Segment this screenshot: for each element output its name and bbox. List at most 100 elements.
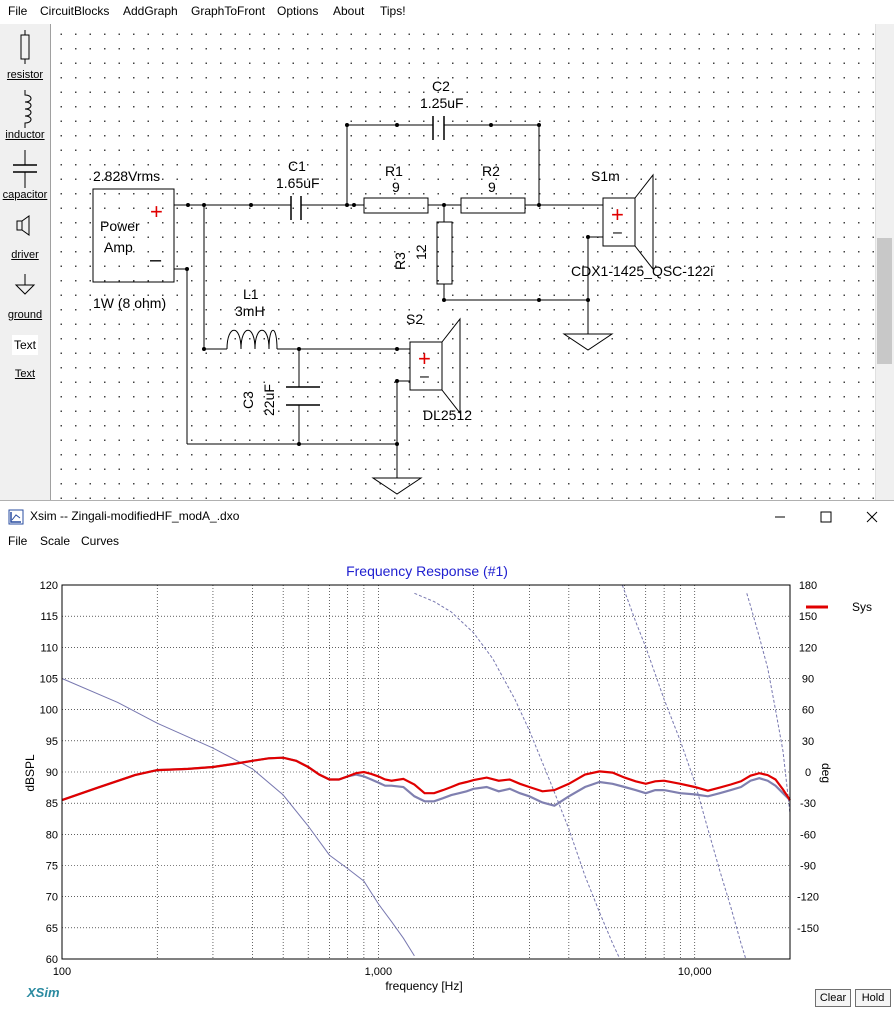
r2-symbol[interactable] [460,197,526,214]
s2-plus: + [418,346,431,371]
c3-name: C3 [240,391,256,409]
menu-graphtofront[interactable]: GraphToFront [191,4,266,18]
resistor-icon [20,30,30,64]
amp-plus: + [150,199,163,224]
l1-value: 3mH [235,303,265,319]
s1-model: CDX1-1425_QSC-122i [571,263,713,279]
y-tick-label: 90 [46,767,58,779]
y-tick-label: 120 [40,580,58,592]
legend-label-sys: Sys [852,600,872,614]
r1-value: 9 [392,179,400,195]
minimize-icon[interactable] [772,509,788,525]
x-tick-label: 10,000 [678,966,712,978]
c3-value: 22uF [261,384,277,416]
circuit-diagram: + – + – + – 2.828Vrms Power Amp 1W (8 oh… [92,78,713,495]
menu-tips[interactable]: Tips! [380,4,406,18]
xsim-app-icon [8,509,24,525]
phase-curve [746,593,791,814]
ground-symbol [371,477,423,495]
tool-label: inductor [5,129,45,141]
l1-symbol[interactable] [226,329,278,350]
menu-options[interactable]: Options [277,4,319,18]
y-tick-label: 70 [46,892,58,904]
y2-tick-label: -120 [797,892,819,904]
curve-layer [61,584,791,960]
ground-icon [14,274,36,295]
menu-about[interactable]: About [333,4,365,18]
capacitor-icon [13,150,37,188]
xsim-window: Xsim -- Zingali-modifiedHF_modA_.dxo Fil… [0,500,894,1012]
r1-symbol[interactable] [363,197,429,214]
driver-response-curve [61,756,791,807]
scrollbar-thumb[interactable] [877,238,892,364]
tool-label: ground [7,309,43,321]
menu-circuitblocks[interactable]: CircuitBlocks [40,4,110,18]
amp-power-label: 1W (8 ohm) [93,295,166,311]
tool-label: driver [11,249,39,261]
y2-tick-label: -60 [800,829,816,841]
y2-tick-label: -150 [797,923,819,935]
s2-driver-symbol[interactable] [409,341,443,391]
tool-label: resistor [6,69,44,81]
r3-name: R3 [392,252,408,270]
xsim-title-bar[interactable]: Xsim -- Zingali-modifiedHF_modA_.dxo [0,501,894,531]
clear-button[interactable]: Clear [815,989,851,1007]
y-tick-label: 75 [46,861,58,873]
s1-name: S1m [591,168,620,184]
xsim-menu-curves[interactable]: Curves [81,534,120,548]
xsim-title: Xsim -- Zingali-modifiedHF_modA_.dxo [30,509,240,523]
phase-curve [414,592,621,960]
axis-layer: 1201151101051009590858075706560180150120… [40,580,819,978]
r2-name: R2 [482,163,500,179]
schematic-canvas[interactable]: + – + – + – 2.828Vrms Power Amp 1W (8 oh… [51,24,875,500]
s1-minus: – [613,224,622,241]
y-tick-label: 115 [40,611,58,623]
c1-value: 1.65uF [276,175,320,191]
l1-name: L1 [243,286,259,302]
ground-symbol [562,333,614,351]
x-tick-label: 1,000 [365,966,393,978]
y2-tick-label: -30 [800,798,816,810]
r3-symbol[interactable] [436,221,453,285]
c2-name: C2 [432,78,450,94]
menu-addgraph[interactable]: AddGraph [123,4,178,18]
plot-frame [61,584,791,960]
close-icon[interactable] [864,509,880,525]
y-tick-label: 105 [40,674,58,686]
y-tick-label: 95 [46,736,58,748]
maximize-icon[interactable] [818,509,834,525]
xsim-menu-scale[interactable]: Scale [40,534,71,548]
x-tick-label: 100 [53,966,71,978]
menu-file[interactable]: File [8,4,28,18]
frequency-response-chart[interactable]: 1201151101051009590858075706560180150120… [0,553,894,1012]
amp-label-line2: Amp [104,239,133,255]
xsim-menu-bar: File Scale Curves [0,531,894,551]
r2-value: 9 [488,179,496,195]
component-toolbar: resistor inductor capacitor driver groun… [0,24,51,500]
y2-tick-label: 0 [805,767,811,779]
chart-title: Frequency Response (#1) [346,563,508,579]
tool-text-box[interactable]: Text [12,335,38,355]
y-tick-label: 85 [46,798,58,810]
sys-response-curve [61,756,791,802]
s1-driver-symbol[interactable] [602,197,636,247]
tool-text-label[interactable]: Text [14,368,36,380]
r1-name: R1 [385,163,403,179]
y2-tick-label: 90 [802,674,814,686]
y-tick-label: 65 [46,923,58,935]
y2-tick-label: 150 [799,611,817,623]
y-tick-label: 100 [40,705,58,717]
main-menu-bar: File CircuitBlocks AddGraph GraphToFront… [0,0,894,25]
hold-button[interactable]: Hold [855,989,891,1007]
grid-layer [62,585,790,959]
xsim-logo: XSim [26,985,60,1000]
xsim-menu-file[interactable]: File [8,534,28,548]
power-amp-block[interactable] [92,188,175,283]
amp-voltage-label: 2.828Vrms [93,168,160,184]
amp-minus: – [150,249,162,271]
r3-value: 12 [413,244,429,260]
driver-icon [16,215,30,236]
y2-tick-label: 60 [802,705,814,717]
c1-name: C1 [288,158,306,174]
